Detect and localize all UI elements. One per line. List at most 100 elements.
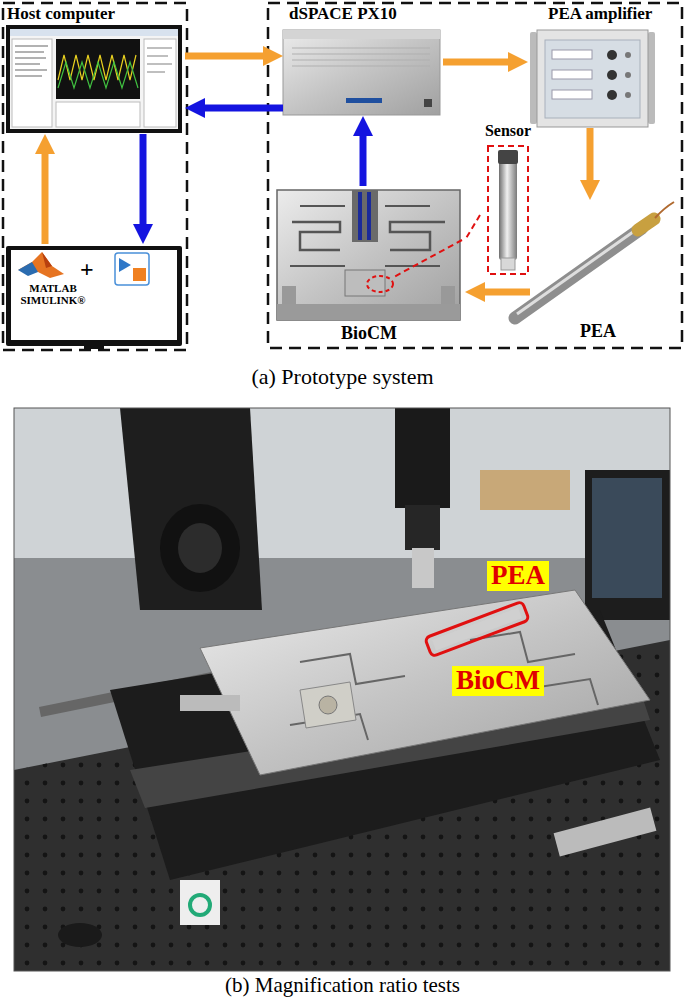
lab-photo [14,408,670,971]
cardboard-box [480,470,570,510]
sensor-tip [501,258,515,270]
knob [607,90,617,100]
part-label: PEA [487,561,549,591]
monitor-illustration [6,246,182,349]
node-label: dSPACE PX10 [289,5,397,24]
mechanism-photo: BioCM [275,186,465,346]
fixture-block [300,682,356,728]
computer-screen: Host computer [5,4,185,134]
screen-frame [8,27,180,131]
log-panel [56,102,140,127]
flexure-slot [292,222,340,250]
leader-line [392,240,462,278]
connector [625,52,631,58]
property-panel [144,39,176,127]
monitor-frame [6,246,182,346]
photo-border [14,408,670,971]
controller-body [283,30,440,115]
connector [625,92,631,98]
side-panel [12,39,52,127]
signal-arrow [587,128,594,186]
subfigure-caption: (a) Prototype system [0,365,685,389]
amplifier-box: PEA amplifier [528,4,678,128]
actuator-wire [655,202,674,218]
actuator-body [515,228,642,318]
sensor-illustration [488,146,528,274]
display [552,50,592,59]
center-channel [352,190,378,242]
table-mount [58,923,102,947]
base-strip [277,304,460,320]
brand-plate [346,98,382,103]
monitor-stand [84,346,104,349]
actuator-highlight [425,601,529,656]
flexure-slot [300,654,405,684]
actuator-illustration [515,202,674,318]
microscope-tube [405,505,440,550]
flexure-slot [290,206,440,266]
front-panel [545,40,640,118]
part-label: BioCM [452,666,544,696]
objective-lens [412,548,434,588]
flexure-slot [390,222,445,250]
matlab-logo [18,252,64,278]
simulink-icon [119,258,131,272]
controller-illustration [283,30,440,115]
handle [530,32,537,124]
node-label: Host computer [7,5,115,24]
micrometer [180,695,240,711]
actuator-cap [638,219,654,230]
plot-area [56,39,140,99]
measure-point-circle [367,276,393,292]
node-label: PEA [580,322,616,342]
sensor-probe: Sensor [480,120,538,278]
sensor-body [499,152,517,260]
signal-arrow [199,105,283,112]
matlab-logo [42,252,52,268]
sensor-highlight [488,146,528,274]
display [552,90,592,99]
sensor-cap [498,150,518,164]
property-lines [147,48,172,72]
micrometer [554,807,657,856]
light-source [160,504,240,592]
actuator-in-photo [425,601,529,656]
dashed-panel [268,3,682,348]
node-label: BioCM [275,324,463,344]
actuator-highlight [517,227,640,314]
signal-arrow [42,148,49,244]
controller-box: dSPACE PX10 [283,4,443,116]
matlab-logo [18,262,38,276]
node-label: PEA amplifier [548,5,652,24]
signal-trace [58,62,138,88]
node-label: Sensor [480,122,536,140]
mechanism-illustration [277,190,462,320]
tree-lines [15,46,48,76]
light-source [178,523,222,573]
blue-stripe [358,192,362,240]
knob [607,50,617,60]
leader-line [465,215,480,240]
signal-trace [58,55,136,80]
subfigure-caption: (b) Magnification ratio tests [0,974,685,997]
knob [607,70,617,80]
signal-arrow [360,130,367,186]
connector [625,72,631,78]
clamp-ring [190,895,210,915]
vent-lines [292,48,430,66]
handle [648,32,655,124]
software-screenshot [8,27,180,131]
node-label: + [80,256,94,282]
blue-stripe [367,192,371,240]
signal-arrow [185,53,269,60]
microscope-tube [395,408,450,508]
signal-arrow [140,134,147,230]
fixture-disk [319,696,337,714]
controller-top [283,30,440,39]
lab-wall [14,408,670,558]
power-button [424,99,432,107]
monitor-screen [11,250,177,340]
actuator-rod: PEA [530,200,670,346]
